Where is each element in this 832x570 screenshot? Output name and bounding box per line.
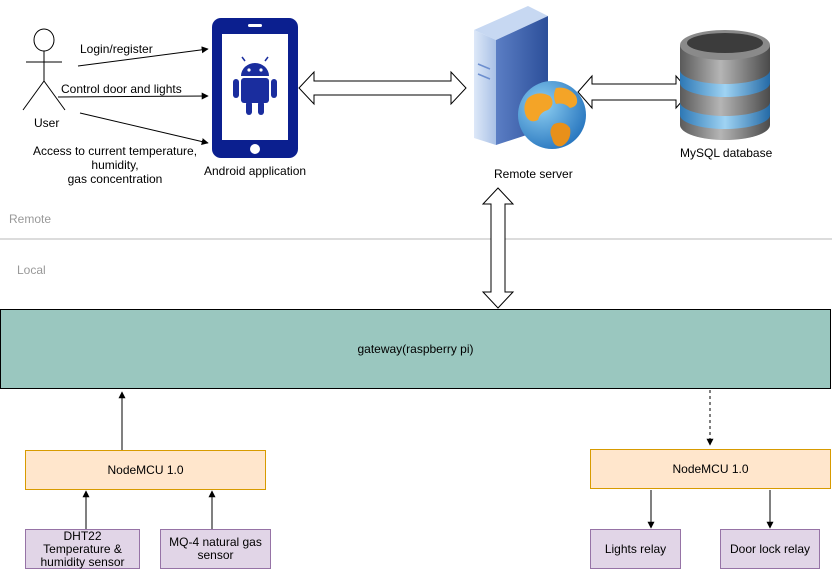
server-icon [474, 6, 586, 149]
label-mysql-database: MySQL database [680, 146, 773, 160]
lights-relay-box: Lights relay [590, 529, 681, 569]
edge-login [77, 46, 209, 67]
mq4-sensor-label: MQ-4 natural gas sensor [169, 535, 262, 562]
database-icon [680, 30, 770, 140]
edge-access [79, 112, 209, 145]
label-access-line1: Access to current temperature, [32, 144, 198, 158]
android-robot-icon [233, 56, 277, 115]
edge-phone-server [298, 70, 467, 106]
label-access-data: Access to current temperature, humidity,… [20, 144, 210, 186]
door-lock-relay-box: Door lock relay [720, 529, 820, 569]
nodemcu-right-box: NodeMCU 1.0 [590, 449, 831, 489]
lights-relay-label: Lights relay [604, 541, 667, 556]
label-access-line3: gas concentration [67, 172, 163, 186]
zone-label-local: Local [17, 263, 46, 277]
label-android-application: Android application [204, 164, 307, 178]
nodemcu-left-label: NodeMCU 1.0 [107, 462, 184, 477]
label-control-door-lights: Control door and lights [61, 82, 182, 96]
mq4-sensor-box: MQ-4 natural gas sensor [160, 529, 271, 569]
edge-server-gateway [481, 187, 515, 309]
edge-server-db [577, 74, 691, 110]
nodemcu-right-label: NodeMCU 1.0 [672, 461, 749, 476]
gateway-box: gateway(raspberry pi) [0, 309, 831, 389]
door-lock-relay-label: Door lock relay [729, 541, 811, 556]
gateway-label: gateway(raspberry pi) [357, 341, 474, 356]
label-remote-server: Remote server [494, 167, 573, 181]
label-access-line2: humidity, [91, 158, 139, 172]
dht22-sensor-box: DHT22 Temperature & humidity sensor [25, 529, 140, 569]
edge-control [57, 92, 209, 100]
nodemcu-left-box: NodeMCU 1.0 [25, 450, 266, 490]
zone-label-remote: Remote [9, 212, 52, 226]
label-user: User [34, 116, 60, 130]
dht22-sensor-label: DHT22 Temperature & humidity sensor [40, 528, 125, 569]
user-actor-icon [22, 28, 66, 111]
label-login-register: Login/register [80, 42, 153, 56]
android-phone-icon [212, 18, 298, 158]
